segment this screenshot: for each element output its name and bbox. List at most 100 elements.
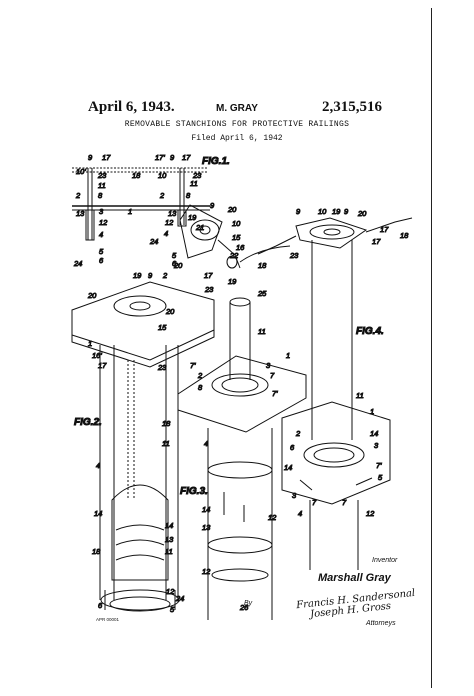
svg-text:14: 14 bbox=[370, 429, 378, 438]
svg-text:16': 16' bbox=[92, 351, 102, 360]
fig2-callouts: 19 9 2 20 20 15 1 16' 17 23 18 11 4 14 1… bbox=[87, 271, 185, 615]
svg-text:9: 9 bbox=[344, 207, 349, 216]
svg-text:1: 1 bbox=[88, 339, 92, 348]
svg-text:24: 24 bbox=[73, 259, 82, 268]
attorneys-label: Attorneys bbox=[366, 620, 396, 627]
svg-text:11: 11 bbox=[190, 179, 198, 188]
svg-text:7: 7 bbox=[342, 498, 347, 507]
svg-text:15: 15 bbox=[158, 323, 167, 332]
svg-text:14: 14 bbox=[202, 505, 210, 514]
svg-text:9: 9 bbox=[210, 201, 215, 210]
cap-detail-callouts: 9 20 19 21 10 15 16 22 5 20 6 17 19 23 1… bbox=[172, 201, 300, 295]
svg-text:21: 21 bbox=[195, 223, 204, 232]
svg-text:13: 13 bbox=[168, 209, 177, 218]
svg-text:14: 14 bbox=[165, 521, 173, 530]
svg-text:9: 9 bbox=[88, 153, 93, 162]
svg-text:10: 10 bbox=[318, 207, 327, 216]
svg-text:17': 17' bbox=[155, 153, 165, 162]
svg-text:12: 12 bbox=[366, 509, 375, 518]
svg-text:10: 10 bbox=[158, 171, 167, 180]
svg-text:12: 12 bbox=[202, 567, 211, 576]
svg-text:20: 20 bbox=[165, 307, 175, 316]
inventor-header: M. GRAY bbox=[216, 103, 258, 114]
svg-text:8: 8 bbox=[98, 191, 103, 200]
svg-text:26: 26 bbox=[239, 603, 249, 612]
fig2-label: FIG.2. bbox=[74, 417, 102, 428]
svg-text:11: 11 bbox=[356, 391, 364, 400]
inventor-label: Inventor bbox=[372, 557, 398, 564]
svg-text:19: 19 bbox=[228, 277, 237, 286]
svg-text:3: 3 bbox=[266, 361, 271, 370]
svg-text:23: 23 bbox=[192, 171, 202, 180]
svg-text:6: 6 bbox=[172, 259, 177, 268]
svg-text:19: 19 bbox=[133, 271, 142, 280]
svg-text:17: 17 bbox=[102, 153, 111, 162]
svg-text:14: 14 bbox=[284, 463, 292, 472]
svg-text:24: 24 bbox=[175, 594, 184, 603]
svg-text:4: 4 bbox=[204, 439, 208, 448]
svg-text:3: 3 bbox=[374, 441, 379, 450]
svg-text:17: 17 bbox=[372, 237, 381, 246]
fig3-callouts: 25 11 1 7' 3 2 7 8 7' 4 14 12 13 12 bbox=[190, 289, 291, 577]
fig4-callouts: 9 10 19 9 20 17 18 17 11 1 2 14 6 3 14 7… bbox=[284, 207, 410, 519]
svg-text:8: 8 bbox=[198, 383, 203, 392]
fig4-label: FIG.4. bbox=[356, 326, 384, 337]
svg-text:5: 5 bbox=[378, 473, 383, 482]
patent-date: April 6, 1943. bbox=[88, 99, 175, 115]
inventor-name: Marshall Gray bbox=[318, 572, 391, 584]
svg-text:24: 24 bbox=[149, 237, 158, 246]
svg-text:18: 18 bbox=[258, 261, 267, 270]
svg-text:11: 11 bbox=[165, 547, 173, 556]
svg-text:18: 18 bbox=[162, 419, 171, 428]
svg-text:18: 18 bbox=[92, 547, 101, 556]
patent-title: REMOVABLE STANCHIONS FOR PROTECTIVE RAIL… bbox=[124, 120, 350, 129]
svg-text:13: 13 bbox=[76, 209, 85, 218]
svg-text:7': 7' bbox=[272, 389, 278, 398]
svg-text:15: 15 bbox=[232, 233, 241, 242]
svg-text:14: 14 bbox=[94, 509, 102, 518]
svg-text:12: 12 bbox=[166, 587, 175, 596]
svg-text:12: 12 bbox=[99, 218, 108, 227]
svg-text:9: 9 bbox=[296, 207, 301, 216]
svg-text:16: 16 bbox=[236, 243, 245, 252]
svg-text:11: 11 bbox=[162, 439, 170, 448]
svg-text:25: 25 bbox=[257, 289, 267, 298]
small-note: APR 00001 bbox=[96, 617, 120, 622]
svg-text:20: 20 bbox=[87, 291, 97, 300]
svg-text:8: 8 bbox=[186, 191, 191, 200]
svg-text:1: 1 bbox=[128, 207, 132, 216]
svg-text:5: 5 bbox=[99, 247, 104, 256]
fig3-stanchion bbox=[177, 297, 307, 620]
svg-text:6: 6 bbox=[99, 256, 104, 265]
svg-text:11: 11 bbox=[258, 327, 266, 336]
cap-chain-detail bbox=[179, 204, 291, 269]
svg-text:13: 13 bbox=[165, 535, 174, 544]
svg-text:2: 2 bbox=[197, 371, 203, 380]
svg-text:2: 2 bbox=[295, 429, 301, 438]
svg-text:2: 2 bbox=[162, 271, 168, 280]
svg-text:1: 1 bbox=[370, 407, 374, 416]
svg-text:6: 6 bbox=[290, 443, 295, 452]
svg-text:3: 3 bbox=[292, 491, 297, 500]
svg-text:19: 19 bbox=[188, 213, 197, 222]
patent-number: 2,315,516 bbox=[322, 99, 382, 115]
svg-text:10: 10 bbox=[232, 219, 241, 228]
by-label: By bbox=[244, 600, 253, 607]
svg-text:4: 4 bbox=[96, 461, 100, 470]
svg-text:2: 2 bbox=[159, 191, 165, 200]
svg-text:20: 20 bbox=[357, 209, 367, 218]
svg-text:4: 4 bbox=[164, 229, 168, 238]
svg-text:23: 23 bbox=[157, 363, 167, 372]
filed-date: Filed April 6, 1942 bbox=[191, 134, 283, 143]
fig2-stanchion bbox=[71, 281, 215, 612]
fig1-callouts: 9 17 17' 9 17 10' 23 18 10 23 11 11 2 8 … bbox=[73, 153, 203, 269]
svg-text:18: 18 bbox=[400, 231, 409, 240]
svg-text:4: 4 bbox=[99, 230, 103, 239]
svg-text:12: 12 bbox=[165, 218, 174, 227]
svg-text:3: 3 bbox=[99, 207, 104, 216]
svg-text:13: 13 bbox=[202, 523, 211, 532]
svg-text:7: 7 bbox=[312, 498, 317, 507]
right-border-line bbox=[431, 8, 432, 688]
svg-text:23: 23 bbox=[204, 285, 214, 294]
